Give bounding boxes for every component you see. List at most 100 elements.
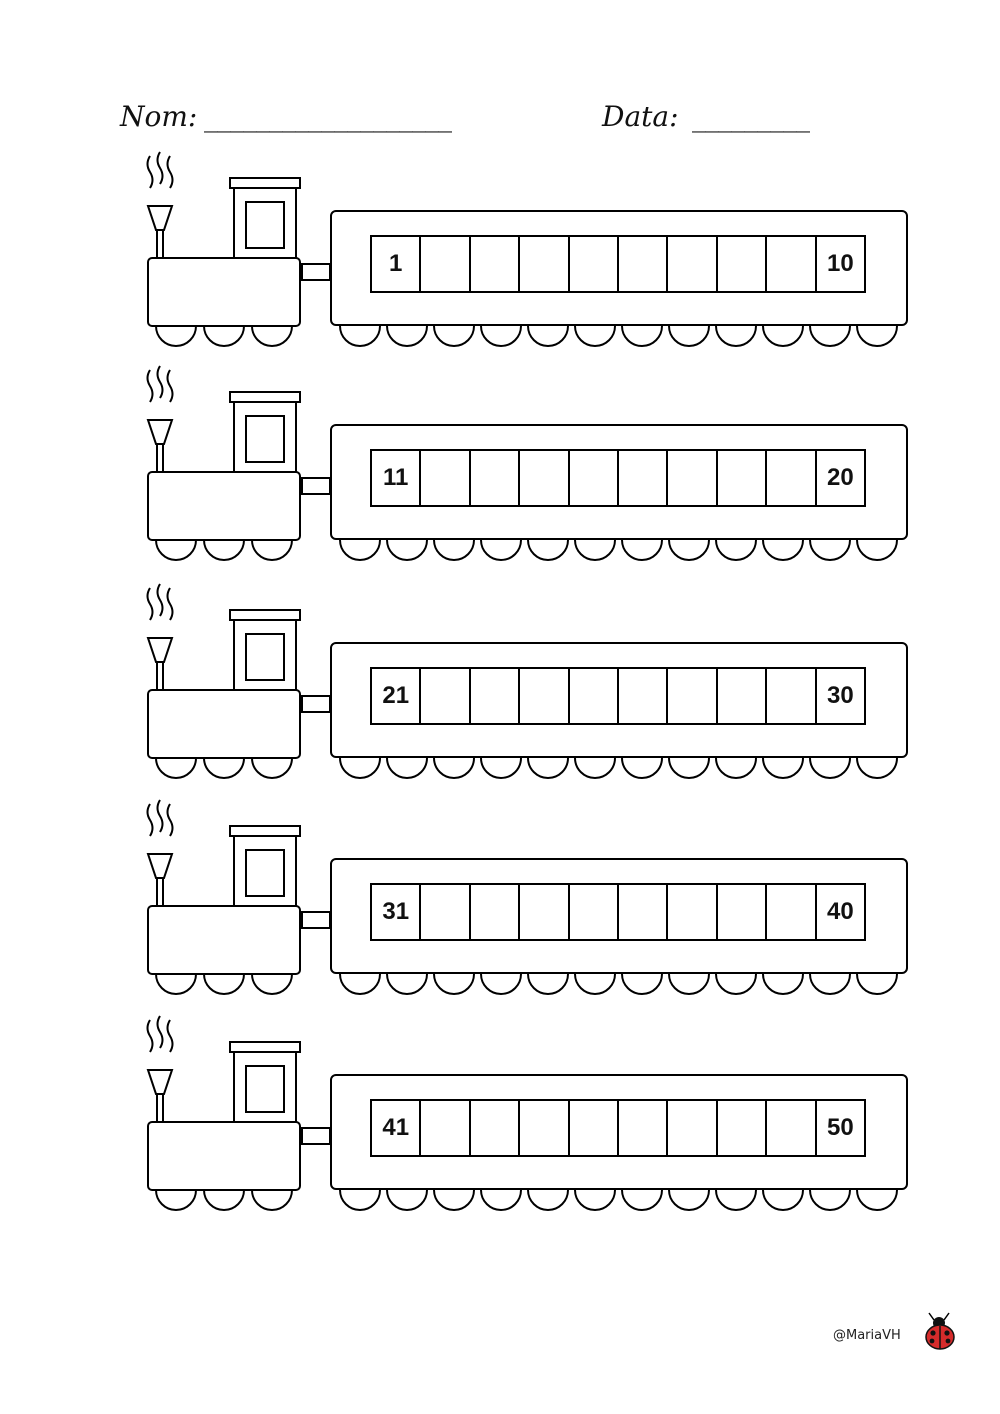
- wheel: [621, 973, 663, 995]
- wheel: [339, 1189, 381, 1211]
- wheel: [762, 1189, 804, 1211]
- number-cell-start: 31: [372, 885, 422, 939]
- locomotive-icon: [146, 583, 331, 779]
- wheels-icon: [339, 539, 898, 561]
- number-cell-start: 41: [372, 1101, 422, 1155]
- number-blank-cell[interactable]: [520, 1101, 570, 1155]
- number-blank-cell[interactable]: [718, 451, 768, 505]
- wheel: [527, 1189, 569, 1211]
- number-blank-cell[interactable]: [718, 885, 768, 939]
- wheel: [480, 757, 522, 779]
- number-blank-cell[interactable]: [767, 669, 817, 723]
- number-blank-cell[interactable]: [767, 237, 817, 291]
- number-blank-cell[interactable]: [471, 1101, 521, 1155]
- wheel: [856, 539, 898, 561]
- number-blank-cell[interactable]: [570, 237, 620, 291]
- wheel: [433, 973, 475, 995]
- number-cell-end: 40: [827, 898, 854, 925]
- wheels-icon: [339, 973, 898, 995]
- number-strip: 31 40: [370, 883, 866, 941]
- number-blank-cell[interactable]: [570, 885, 620, 939]
- wheels-icon: [339, 325, 898, 347]
- wheel: [527, 973, 569, 995]
- name-field[interactable]: ___________________: [204, 100, 452, 133]
- number-blank-cell[interactable]: [520, 669, 570, 723]
- train-car: 1 10: [330, 210, 910, 360]
- number-blank-cell[interactable]: [421, 1101, 471, 1155]
- wheel: [386, 1189, 428, 1211]
- train-car: 31 40: [330, 858, 910, 1008]
- number-blank-cell[interactable]: [520, 451, 570, 505]
- number-blank-cell[interactable]: [668, 237, 718, 291]
- number-blank-cell[interactable]: [520, 885, 570, 939]
- wheel: [339, 539, 381, 561]
- wheel: [809, 1189, 851, 1211]
- number-blank-cell[interactable]: [668, 669, 718, 723]
- wheel: [386, 325, 428, 347]
- number-blank-cell[interactable]: [421, 451, 471, 505]
- number-cell-end: 50: [827, 1114, 854, 1141]
- number-blank-cell[interactable]: [619, 885, 669, 939]
- wheel: [715, 539, 757, 561]
- train-car: 21 30: [330, 642, 910, 792]
- number-blank-cell[interactable]: [471, 237, 521, 291]
- number-blank-cell[interactable]: [619, 237, 669, 291]
- number-cell-end: 20: [827, 464, 854, 491]
- wheel: [339, 325, 381, 347]
- number-blank-cell[interactable]: [668, 1101, 718, 1155]
- wheel: [480, 539, 522, 561]
- number-cell-start: 21: [372, 669, 422, 723]
- number-strip: 21 30: [370, 667, 866, 725]
- wheel: [574, 1189, 616, 1211]
- number-blank-cell[interactable]: [421, 237, 471, 291]
- number-blank-cell[interactable]: [471, 669, 521, 723]
- ladybug-icon: [925, 1312, 955, 1350]
- number-blank-cell[interactable]: [619, 669, 669, 723]
- number-blank-cell[interactable]: [570, 1101, 620, 1155]
- date-label: Data:: [602, 100, 679, 133]
- number-blank-cell[interactable]: [421, 885, 471, 939]
- wheel: [574, 325, 616, 347]
- wheel: [527, 539, 569, 561]
- number-blank-cell[interactable]: [471, 885, 521, 939]
- number-blank-cell[interactable]: [421, 669, 471, 723]
- number-cell-start: 1: [372, 237, 422, 291]
- train-car: 41 50: [330, 1074, 910, 1224]
- number-blank-cell[interactable]: [570, 451, 620, 505]
- date-field[interactable]: _________: [692, 100, 810, 133]
- wheel: [809, 757, 851, 779]
- car-body: [330, 210, 908, 326]
- locomotive-icon: [146, 365, 331, 561]
- wheel: [621, 757, 663, 779]
- number-blank-cell[interactable]: [767, 1101, 817, 1155]
- wheel: [527, 757, 569, 779]
- wheel: [433, 325, 475, 347]
- wheel: [339, 757, 381, 779]
- locomotive-icon: [146, 151, 331, 347]
- wheel: [715, 1189, 757, 1211]
- number-blank-cell[interactable]: [619, 451, 669, 505]
- number-strip: 11 20: [370, 449, 866, 507]
- number-cell-end: 10: [827, 250, 854, 277]
- wheel: [574, 757, 616, 779]
- number-blank-cell[interactable]: [767, 451, 817, 505]
- train-row: 31 40: [0, 796, 1000, 1008]
- wheel: [480, 325, 522, 347]
- number-blank-cell[interactable]: [619, 1101, 669, 1155]
- number-blank-cell[interactable]: [471, 451, 521, 505]
- number-blank-cell[interactable]: [570, 669, 620, 723]
- wheel: [668, 1189, 710, 1211]
- number-blank-cell[interactable]: [668, 451, 718, 505]
- worksheet-header: Nom: ___________________ Data: _________: [120, 100, 880, 144]
- wheel: [480, 1189, 522, 1211]
- number-blank-cell[interactable]: [718, 1101, 768, 1155]
- wheel: [809, 325, 851, 347]
- number-blank-cell[interactable]: [718, 237, 768, 291]
- wheel: [668, 325, 710, 347]
- locomotive-icon: [146, 1015, 331, 1211]
- number-blank-cell[interactable]: [520, 237, 570, 291]
- wheels-icon: [339, 757, 898, 779]
- number-blank-cell[interactable]: [767, 885, 817, 939]
- number-blank-cell[interactable]: [668, 885, 718, 939]
- number-blank-cell[interactable]: [718, 669, 768, 723]
